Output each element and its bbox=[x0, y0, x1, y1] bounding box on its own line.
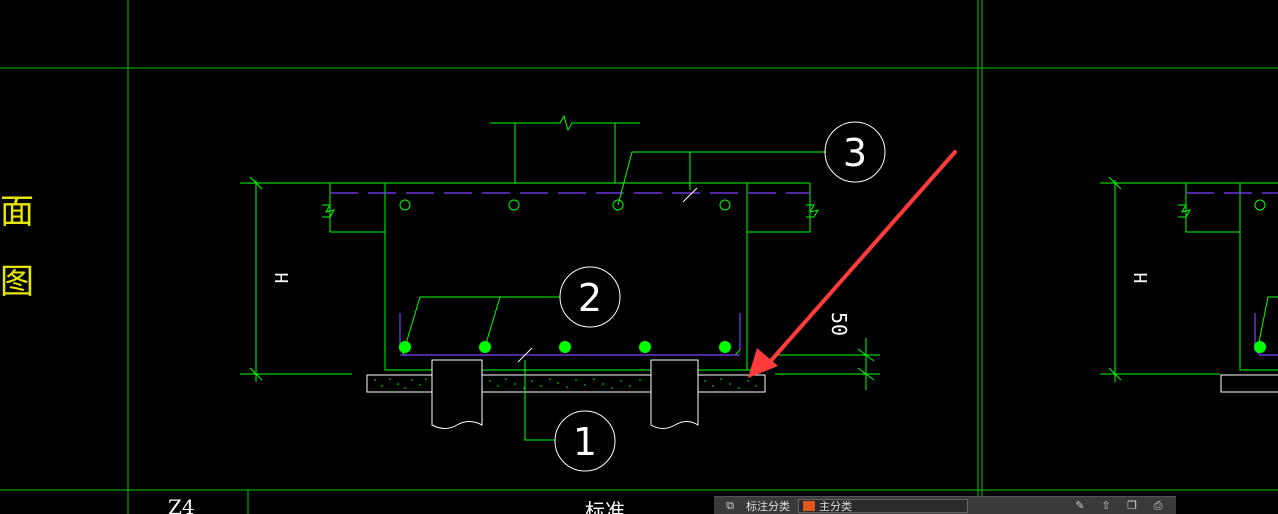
partial-section-right bbox=[1100, 176, 1278, 382]
bottom-rebar-dots bbox=[399, 341, 731, 353]
annotation-toolbar: ⧉ 标注分类 主分类 ✎ ⇧ ❐ ⎙ bbox=[714, 496, 1176, 514]
partial-top-dot bbox=[1254, 199, 1266, 211]
height-dimension-label: H bbox=[272, 273, 293, 284]
piles bbox=[431, 359, 699, 429]
partial-cushion bbox=[1220, 374, 1278, 393]
side-title-char-1: 面 bbox=[0, 192, 34, 232]
top-rebar-dots bbox=[399, 199, 731, 211]
title-block-cell2: 标准 bbox=[585, 499, 625, 514]
side-title-char-2: 图 bbox=[0, 262, 34, 302]
pile-cap-section bbox=[322, 114, 820, 371]
edit-icon[interactable]: ✎ bbox=[1075, 499, 1085, 512]
partial-bottom-dot bbox=[1254, 341, 1266, 353]
layer-icon[interactable]: ⧉ bbox=[726, 498, 734, 512]
category-select[interactable]: 主分类 bbox=[798, 498, 968, 513]
callout-bubbles bbox=[554, 121, 886, 472]
callout-1-number: 1 bbox=[573, 420, 597, 464]
callout-3-number: 3 bbox=[843, 131, 867, 175]
partial-height-label: H bbox=[1131, 273, 1152, 284]
category-label[interactable]: 标注分类 bbox=[746, 499, 790, 513]
print-icon[interactable]: ⎙ bbox=[1153, 498, 1163, 512]
category-select-value: 主分类 bbox=[819, 499, 852, 513]
cushion-layer bbox=[366, 374, 766, 393]
partial-rebar-right bbox=[1186, 192, 1278, 356]
height-dimension bbox=[240, 176, 352, 382]
callout-2-number: 2 bbox=[578, 276, 602, 320]
callout-leaders bbox=[404, 151, 826, 441]
color-swatch bbox=[803, 500, 815, 511]
offset-dimension-label: 50 bbox=[827, 312, 851, 336]
offset-dimension bbox=[775, 338, 880, 390]
title-block-cell1: Z4 bbox=[168, 495, 195, 514]
annotation-arrow bbox=[748, 150, 957, 378]
copy-icon[interactable]: ❐ bbox=[1127, 499, 1137, 512]
upload-icon[interactable]: ⇧ bbox=[1101, 499, 1111, 512]
